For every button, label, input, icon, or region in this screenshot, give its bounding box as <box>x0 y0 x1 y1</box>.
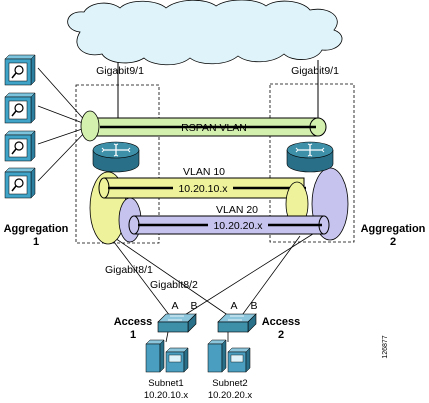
gigabit9-1-left-label: Gigabit9/1 <box>96 65 144 77</box>
probe-4 <box>4 167 36 199</box>
aggregation-1-label: Aggregation <box>4 223 69 235</box>
probe-links <box>37 67 89 182</box>
access-switch-1 <box>157 313 197 333</box>
rspan-pipe <box>95 117 327 137</box>
vlan10-subnet-box <box>173 181 233 195</box>
access2-port-a-label: A <box>230 300 237 312</box>
aggregation-1-number: 1 <box>33 236 39 248</box>
router-icon <box>92 141 140 173</box>
server-subnet-1 <box>145 339 189 373</box>
server-icon <box>145 339 189 373</box>
switch-icon <box>157 313 197 333</box>
probe-2 <box>4 92 36 124</box>
switch-icon <box>217 313 257 333</box>
subnet2-address-label: 10.20.20.x <box>208 390 253 401</box>
gigabit8-1-label: Gigabit8/1 <box>105 264 153 276</box>
figure-id-label: 126877 <box>382 335 389 358</box>
vlan10-subnet-label: 10.20.10.x <box>178 183 228 195</box>
subnet2-name-label: Subnet2 <box>212 378 247 389</box>
router-aggregation-1 <box>92 141 140 173</box>
cloud-icon <box>67 0 343 66</box>
server-icon <box>207 339 251 373</box>
network-analysis-probe-icon <box>4 92 36 124</box>
aggregation-2-box <box>269 83 355 243</box>
network-analysis-probe-icon <box>4 130 36 162</box>
switch1-server-link <box>165 331 169 343</box>
subnet1-name-label: Subnet1 <box>148 378 183 389</box>
agg1-rspan-ellipse <box>80 110 100 142</box>
access1-port-b-label: B <box>190 300 197 312</box>
access-1-label: Access <box>114 316 153 328</box>
uplink-lines <box>117 60 319 118</box>
subnet1-address-label: 10.20.10.x <box>144 390 189 401</box>
server-subnet-2 <box>207 339 251 373</box>
access-2-number: 2 <box>278 329 284 341</box>
router-aggregation-2 <box>286 141 334 173</box>
access2-port-b-label: B <box>250 300 257 312</box>
probe-3 <box>4 130 36 162</box>
access-2-label: Access <box>262 316 301 328</box>
vlan20-label: VLAN 20 <box>216 204 258 216</box>
aggregation-2-label: Aggregation <box>361 223 426 235</box>
router-icon <box>286 141 334 173</box>
vlan20-subnet-label: 10.20.20.x <box>213 220 263 232</box>
aggregation-1-box <box>75 84 160 244</box>
access1-port-a-label: A <box>171 300 178 312</box>
probe-1 <box>4 54 36 86</box>
rspan-vlan-label: RSPAN VLAN <box>181 122 247 134</box>
access-switch-2 <box>217 313 257 333</box>
vlan20-subnet-box <box>208 218 268 232</box>
aggregation-2-number: 2 <box>390 236 396 248</box>
vlan10-label: VLAN 10 <box>183 166 225 178</box>
access-1-number: 1 <box>130 329 136 341</box>
network-analysis-probe-icon <box>4 54 36 86</box>
gigabit8-2-label: Gigabit8/2 <box>150 279 198 291</box>
gigabit9-1-right-label: Gigabit9/1 <box>291 65 339 77</box>
network-analysis-probe-icon <box>4 167 36 199</box>
access-links <box>107 231 317 319</box>
